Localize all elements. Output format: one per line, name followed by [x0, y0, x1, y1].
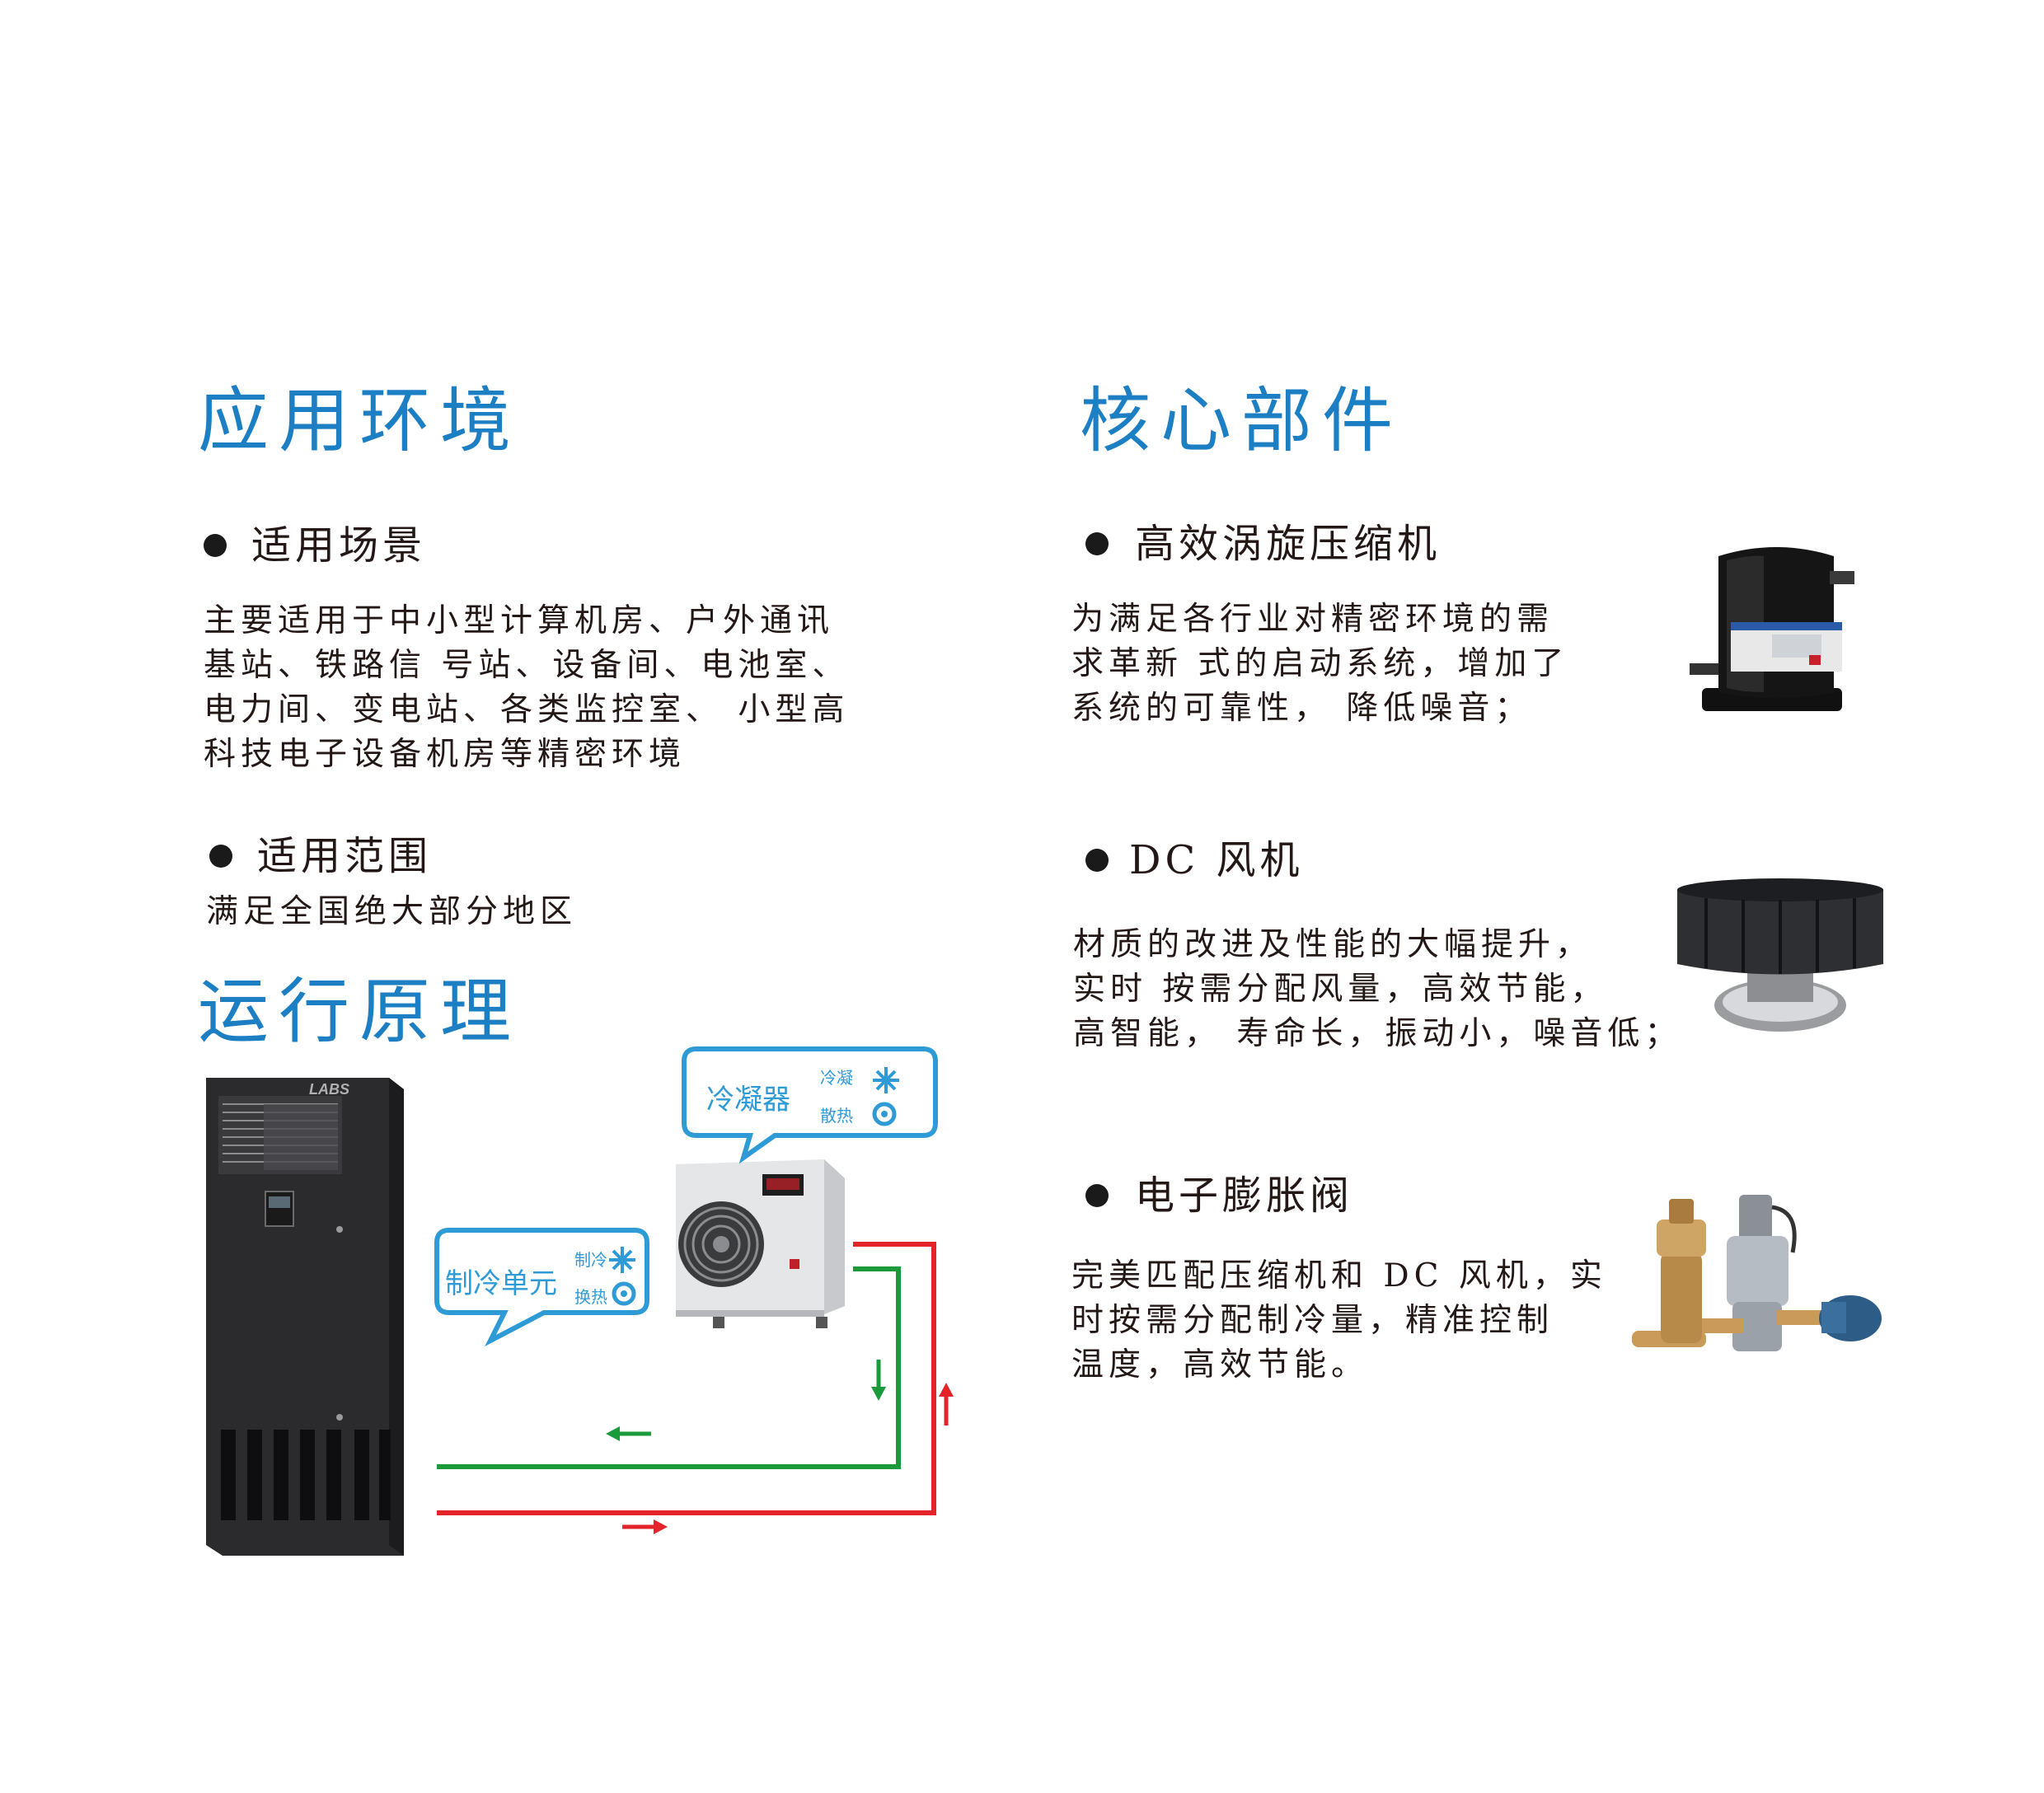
unit-tag-top: 制冷 — [574, 1250, 607, 1270]
unit-tag-bottom: 换热 — [574, 1287, 607, 1307]
scene-line: 主要适用于中小型计算机房、户外通讯 — [204, 602, 835, 639]
condenser-tag-bottom: 散热 — [820, 1106, 853, 1126]
scene-description: 主要适用于中小型计算机房、户外通讯 基站、铁路信 号站、设备间、电池室、 电力间… — [204, 599, 849, 777]
unit-label: 制冷单元 — [445, 1267, 557, 1300]
principle-diagram — [206, 1046, 954, 1556]
indoor-unit — [206, 1078, 404, 1556]
heading-fan: DC 风机 — [1129, 837, 1304, 883]
bullet-icon — [1085, 1184, 1109, 1207]
compressor-line: 系统的可靠性， 降低噪音； — [1071, 690, 1532, 727]
valve-line: 完美匹配压缩机和 DC 风机，实 — [1071, 1257, 1607, 1294]
fan-description: 材质的改进及性能的大幅提升， 实时 按需分配风量，高效节能， 高智能， 寿命长，… — [1073, 923, 1681, 1056]
condenser-label: 冷凝器 — [706, 1084, 790, 1117]
section-title-components: 核心部件 — [1080, 380, 1403, 462]
expansion-valve-image — [1632, 1195, 1882, 1351]
flow-arrow-icon — [622, 1519, 668, 1534]
compressor-description: 为满足各行业对精密环境的需 求革新 式的启动系统，增加了 系统的可靠性， 降低噪… — [1071, 597, 1568, 731]
scene-line: 电力间、变电站、各类监控室、 小型高 — [204, 691, 850, 728]
range-line: 满足全国绝大部分地区 — [206, 893, 578, 930]
bullet-icon — [209, 845, 232, 868]
scene-line: 科技电子设备机房等精密环境 — [204, 736, 687, 773]
return-pipe — [437, 1266, 901, 1469]
flow-arrow-icon — [939, 1383, 954, 1426]
scene-line: 基站、铁路信 号站、设备间、电池室、 — [204, 647, 850, 684]
fan-line: 高智能， 寿命长，振动小，噪音低； — [1073, 1015, 1682, 1052]
section-title-principle: 运行原理 — [198, 971, 521, 1053]
condenser-tag-top: 冷凝 — [820, 1068, 853, 1088]
snowflake-icon — [609, 1247, 635, 1273]
valve-line: 时按需分配制冷量，精准控制 — [1071, 1302, 1554, 1339]
supply-pipe — [437, 1242, 936, 1515]
compressor-line: 求革新 式的启动系统，增加了 — [1071, 645, 1569, 682]
heading-scene: 适用场景 — [251, 522, 427, 569]
snowflake-icon — [873, 1067, 899, 1093]
section-title-application: 应用环境 — [198, 380, 521, 462]
valve-description: 完美匹配压缩机和 DC 风机，实 时按需分配制冷量，精准控制 温度，高效节能。 — [1071, 1254, 1607, 1388]
compressor-line: 为满足各行业对精密环境的需 — [1071, 601, 1554, 638]
dc-fan-image — [1677, 878, 1883, 1032]
condenser-bubble — [682, 1046, 938, 1164]
heading-valve: 电子膨胀阀 — [1135, 1173, 1354, 1219]
flow-arrow-icon — [871, 1360, 886, 1401]
bullet-icon — [1085, 849, 1109, 872]
flow-arrow-icon — [606, 1426, 651, 1441]
cycle-icon — [612, 1281, 636, 1306]
condenser-unit — [676, 1159, 845, 1328]
unit-bubble — [434, 1228, 649, 1346]
cycle-icon — [872, 1102, 897, 1126]
brand-logo: LABS — [309, 1081, 349, 1098]
valve-line: 温度，高效节能。 — [1071, 1346, 1369, 1383]
fan-line: 材质的改进及性能的大幅提升， — [1073, 926, 1593, 963]
compressor-image — [1690, 547, 1854, 711]
heading-range: 适用范围 — [257, 833, 433, 879]
bullet-icon — [204, 534, 227, 557]
heading-compressor: 高效涡旋压缩机 — [1135, 521, 1442, 567]
bullet-icon — [1085, 532, 1109, 555]
range-description: 满足全国绝大部分地区 — [206, 890, 577, 934]
fan-line: 实时 按需分配风量，高效节能， — [1073, 971, 1608, 1008]
